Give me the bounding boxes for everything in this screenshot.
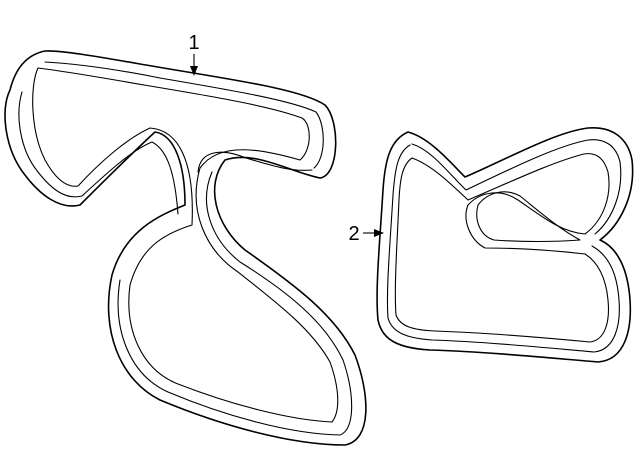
callout-1-label: 1 — [188, 32, 199, 54]
callout-2-label: 2 — [348, 223, 359, 245]
belt-1-band-line — [18, 91, 179, 215]
belt-1-inner-edge — [32, 67, 339, 423]
callout-1-arrowhead — [190, 66, 198, 76]
callout-2: 2 — [348, 223, 384, 245]
belt-1-band-line — [117, 171, 353, 436]
callout-2-arrowhead — [374, 229, 384, 237]
belt-1-band-line — [44, 61, 324, 169]
belt-1-outer-edge — [4, 50, 367, 446]
belt-1[interactable] — [4, 50, 367, 446]
callout-1: 1 — [188, 32, 200, 76]
belt-2-inner-edge — [394, 153, 610, 343]
belt-2-band-line — [386, 144, 620, 353]
belt-2-band-line — [411, 139, 622, 235]
belt-1-band-line — [197, 151, 313, 173]
belt-2[interactable] — [376, 127, 634, 363]
belt-2-inner-lobe — [476, 191, 581, 243]
belt-2-outer-edge — [376, 127, 634, 363]
